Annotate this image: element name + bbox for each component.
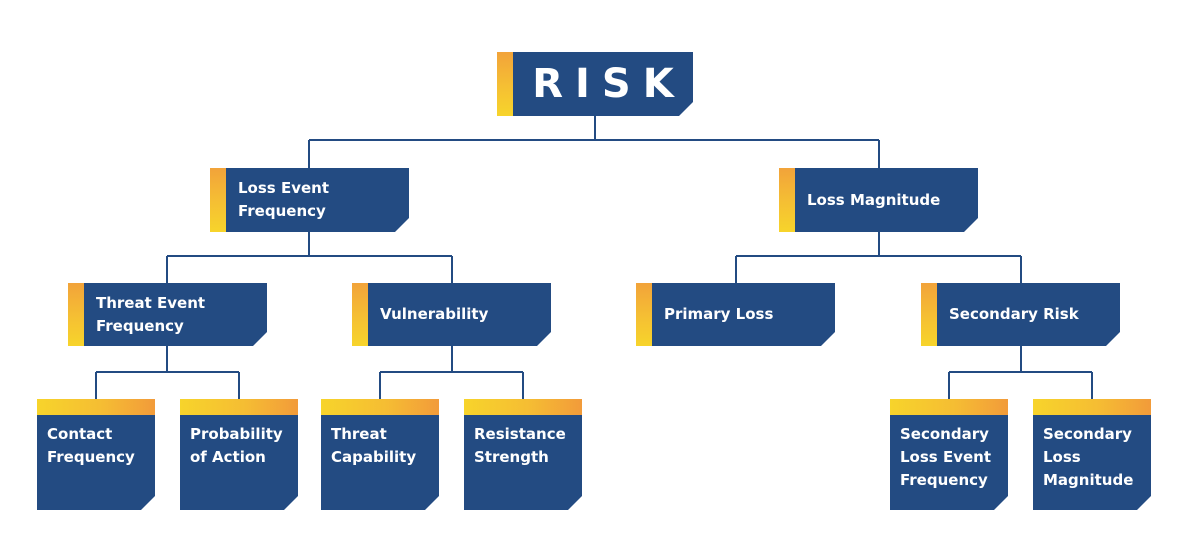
- node-accent: [497, 52, 513, 116]
- node-accent: [352, 283, 368, 346]
- threat-capability-label: Threat Capability: [331, 425, 417, 466]
- secondary-loss-magnitude-node: Secondary Loss Magnitude: [1033, 399, 1151, 510]
- probability-of-action-label: Probability of Action: [190, 425, 283, 466]
- connector-secondary-risk: [948, 346, 1093, 399]
- node-accent: [779, 168, 795, 232]
- vulnerability-node: Vulnerability: [352, 283, 551, 346]
- resistance-strength-label: Resistance Strength: [474, 425, 566, 466]
- probability-of-action-node: Probability of Action: [180, 399, 298, 510]
- node-accent: [210, 168, 226, 232]
- connector-loss-event-frequency: [166, 232, 453, 283]
- primary-loss-node: Primary Loss: [636, 283, 835, 346]
- secondary-loss-event-frequency-node: Secondary Loss Event Frequency: [890, 399, 1008, 510]
- connector-loss-magnitude: [735, 232, 1022, 283]
- node-accent: [464, 399, 582, 415]
- node-accent: [636, 283, 652, 346]
- loss-event-frequency-label: Loss Event Frequency: [238, 179, 329, 220]
- secondary-risk-label: Secondary Risk: [949, 305, 1079, 323]
- contact-frequency-node: Contact Frequency: [37, 399, 155, 510]
- node-accent: [921, 283, 937, 346]
- threat-event-frequency-label: Threat Event Frequency: [96, 293, 206, 335]
- risk-node: RISK: [497, 52, 693, 116]
- contact-frequency-label: Contact Frequency: [47, 425, 135, 466]
- threat-capability-node: Threat Capability: [321, 399, 439, 510]
- risk-label: RISK: [532, 60, 686, 107]
- connector-risk: [308, 116, 880, 168]
- connector-vulnerability: [379, 346, 524, 399]
- secondary-risk-node: Secondary Risk: [921, 283, 1120, 346]
- node-accent: [1033, 399, 1151, 415]
- loss-magnitude-label: Loss Magnitude: [807, 190, 941, 209]
- node-accent: [890, 399, 1008, 415]
- connector-threat-event-frequency: [95, 346, 240, 399]
- primary-loss-label: Primary Loss: [664, 305, 774, 323]
- loss-magnitude-node: Loss Magnitude: [779, 168, 978, 232]
- secondary-loss-magnitude-label: Secondary Loss Magnitude: [1043, 425, 1134, 489]
- node-accent: [68, 283, 84, 346]
- secondary-loss-event-frequency-label: Secondary Loss Event Frequency: [900, 425, 991, 489]
- vulnerability-label: Vulnerability: [380, 305, 489, 323]
- resistance-strength-node: Resistance Strength: [464, 399, 582, 510]
- node-accent: [321, 399, 439, 415]
- loss-event-frequency-node: Loss Event Frequency: [210, 168, 409, 232]
- threat-event-frequency-node: Threat Event Frequency: [68, 283, 267, 346]
- node-accent: [180, 399, 298, 415]
- node-accent: [37, 399, 155, 415]
